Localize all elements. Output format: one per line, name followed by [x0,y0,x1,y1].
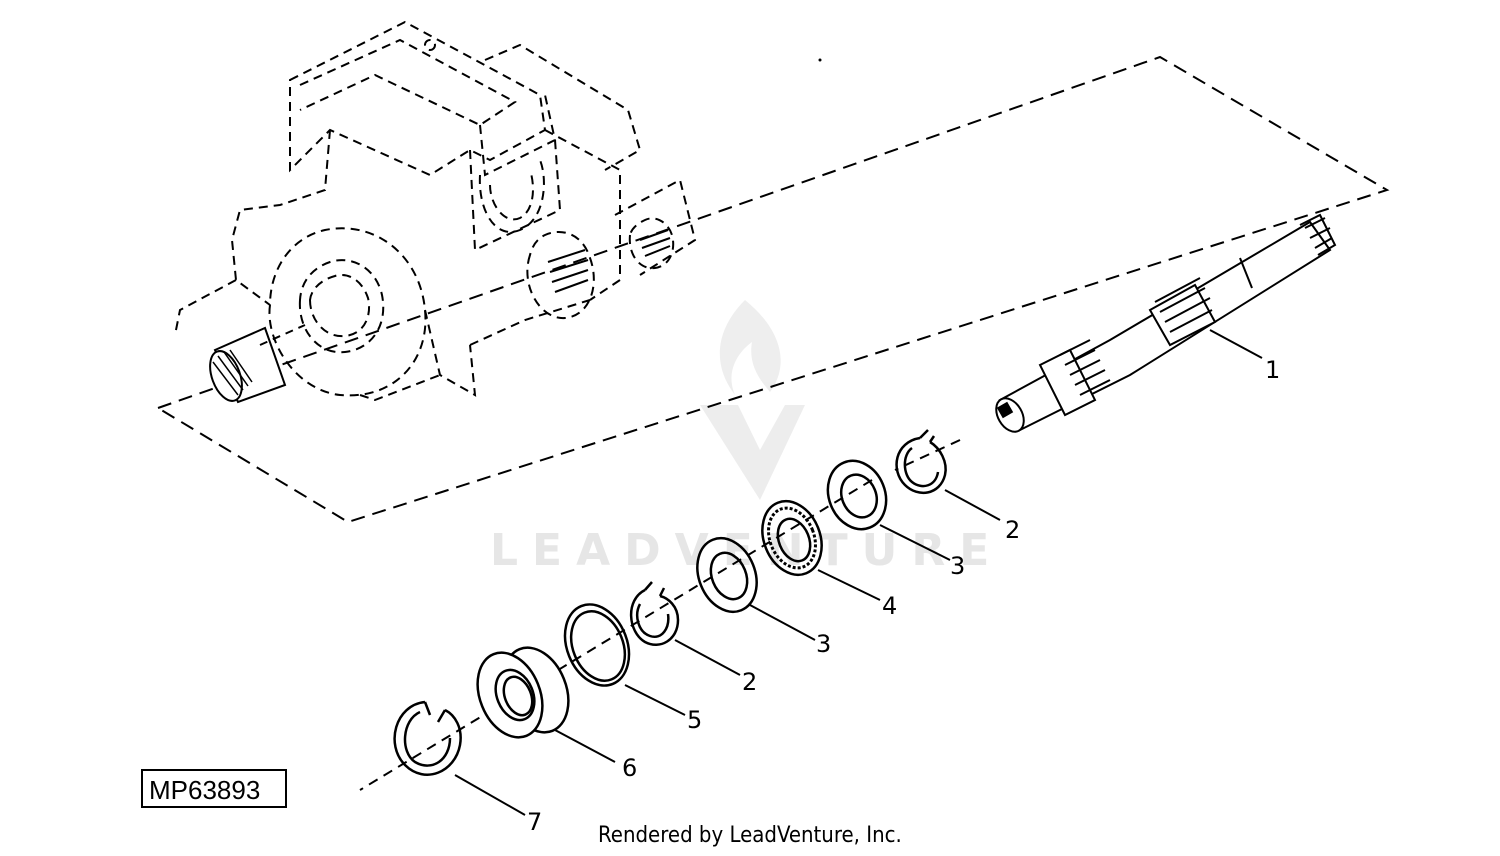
seal-ring-part-5 [563,603,631,687]
retaining-ring-part-7 [393,700,462,776]
callout-3-lower: 3 [816,630,831,658]
figure-id-box [141,769,287,808]
drive-shaft-part-1 [995,213,1337,433]
callout-2-upper: 2 [1005,516,1020,544]
watermark-text: LEADVENTURE [490,525,1003,576]
callout-6: 6 [622,754,637,782]
shaft-seal-part-6 [476,646,570,739]
callout-2-lower: 2 [742,668,757,696]
thrust-bearing-part-4 [761,499,823,577]
stray-dot [818,58,822,62]
housing-spline-detail [547,229,671,293]
callout-4: 4 [882,592,897,620]
centerline-parts [359,479,873,791]
thrust-washer-part-3-lower [696,536,758,614]
callout-1: 1 [1265,356,1280,384]
watermark-logo [700,300,805,500]
callout-7: 7 [527,808,542,836]
rendered-by-footer: Rendered by LeadVenture, Inc. [598,823,902,848]
pump-housing-phantom [174,20,697,402]
callout-3-upper: 3 [950,552,965,580]
dashed-enclosure-outline [155,55,1390,524]
needle-bearing-left [209,326,287,404]
leader-lines [454,329,1263,816]
callout-5: 5 [687,706,702,734]
snap-ring-part-2-lower [629,581,680,646]
thrust-washer-part-3-upper [826,459,888,531]
figure-id: MP63893 [149,775,260,805]
snap-ring-part-2-upper [895,429,947,495]
